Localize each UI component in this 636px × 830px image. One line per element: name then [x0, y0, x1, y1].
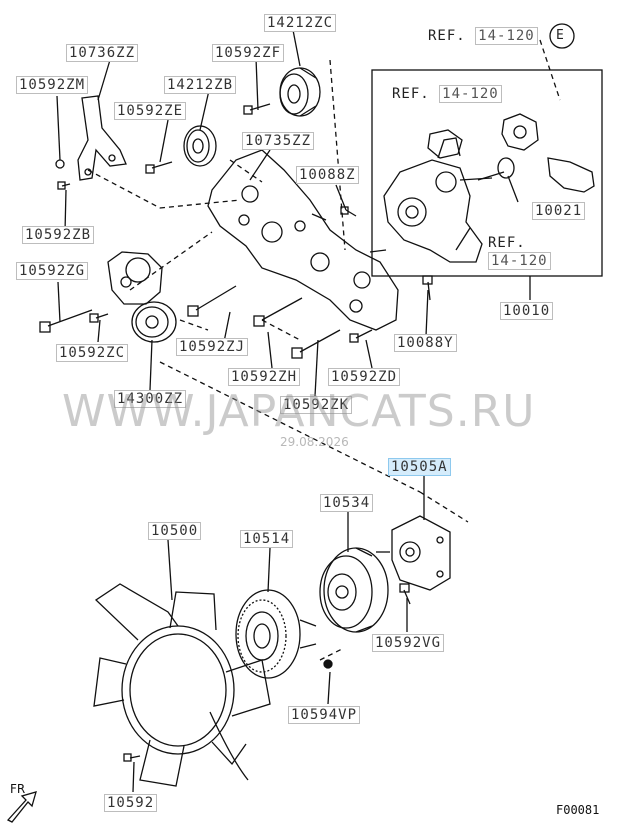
label-14300ZZ[interactable]: 14300ZZ	[114, 390, 187, 408]
idler-pulley-14212ZC	[279, 67, 321, 117]
main-bracket-10735ZZ	[207, 149, 399, 331]
ref-inset-b-prefix: REF.	[488, 235, 526, 251]
gasket-b	[501, 113, 539, 151]
ref-circle-letter: E	[556, 28, 565, 43]
label-10592ZE[interactable]: 10592ZE	[114, 102, 187, 120]
label-10592ZK[interactable]: 10592ZK	[280, 396, 353, 414]
fan-clutch-10514	[235, 589, 333, 679]
label-10736ZZ[interactable]: 10736ZZ	[66, 44, 139, 62]
label-10592ZD[interactable]: 10592ZD	[328, 368, 401, 386]
fan-10500	[93, 583, 271, 787]
label-10592ZC[interactable]: 10592ZC	[56, 344, 129, 362]
label-10592ZJ[interactable]: 10592ZJ	[176, 338, 249, 356]
tensioner-pulley-14300ZZ	[131, 301, 177, 343]
label-10010[interactable]: 10010	[500, 302, 554, 320]
ref-inset-a-number[interactable]: 14-120	[439, 85, 502, 103]
label-10592ZM[interactable]: 10592ZM	[16, 76, 89, 94]
label-14212ZB[interactable]: 14212ZB	[164, 76, 237, 94]
watermark: WWW.JAPANCATS.RU	[62, 386, 536, 437]
direction-label: FR	[10, 782, 26, 796]
idler-pulley-14212ZB	[183, 125, 217, 167]
label-10534[interactable]: 10534	[320, 494, 374, 512]
label-10592ZB[interactable]: 10592ZB	[22, 226, 95, 244]
bracket-10736ZZ	[77, 95, 127, 181]
ref-inset-a-prefix: REF.	[392, 86, 430, 102]
label-10592VG[interactable]: 10592VG	[372, 634, 445, 652]
ref-inset-a[interactable]: REF. 14-120	[392, 85, 502, 103]
tensioner-assembly	[107, 251, 163, 305]
ref-inset-b-number[interactable]: 14-120	[488, 252, 551, 270]
o-ring	[497, 157, 515, 179]
fan-bracket-10505A	[376, 515, 451, 591]
label-10592[interactable]: 10592	[104, 794, 158, 812]
label-10088Z[interactable]: 10088Z	[296, 166, 359, 184]
fr-arrow	[6, 791, 37, 823]
label-10088Y[interactable]: 10088Y	[394, 334, 457, 352]
label-10592ZH[interactable]: 10592ZH	[228, 368, 301, 386]
ref-top-number[interactable]: 14-120	[475, 27, 538, 45]
label-10500[interactable]: 10500	[148, 522, 202, 540]
ref-top[interactable]: REF. 14-120	[428, 27, 538, 45]
gasket-a	[427, 129, 463, 159]
watermark-date: 29.08.2026	[280, 435, 349, 449]
bolts	[39, 103, 433, 762]
label-10514[interactable]: 10514	[240, 530, 294, 548]
gasket-10021	[547, 157, 595, 193]
fan-pulley-10534	[319, 547, 389, 633]
ref-inset-b[interactable]: REF. 14-120	[488, 234, 551, 270]
label-10592ZG[interactable]: 10592ZG	[16, 262, 89, 280]
water-pump-inset-box	[371, 69, 603, 277]
label-10594VP[interactable]: 10594VP	[288, 706, 361, 724]
label-10735ZZ[interactable]: 10735ZZ	[242, 132, 315, 150]
label-10505A[interactable]: 10505A	[388, 458, 451, 476]
label-14212ZC[interactable]: 14212ZC	[264, 14, 337, 32]
label-10592ZF[interactable]: 10592ZF	[212, 44, 285, 62]
label-10021[interactable]: 10021	[532, 202, 586, 220]
figure-code: F00081	[556, 803, 600, 817]
ref-top-prefix: REF.	[428, 28, 466, 44]
